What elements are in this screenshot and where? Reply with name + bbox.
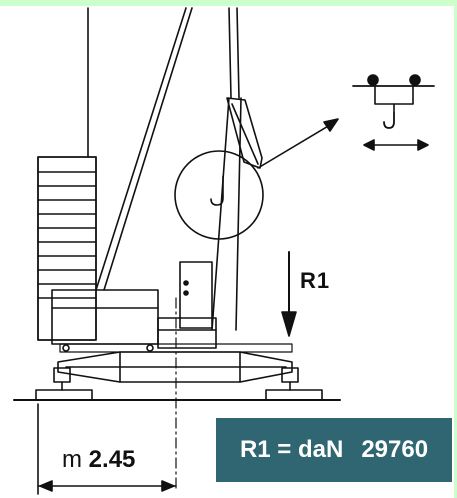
down-arrow-icon — [281, 251, 297, 337]
reaction-label: R1 — [300, 268, 331, 293]
ground-and-pads — [13, 381, 341, 401]
result-value: 29760 — [361, 436, 429, 463]
detail-circle — [174, 150, 264, 240]
right-band — [454, 0, 457, 498]
superstructure — [51, 261, 217, 352]
result-text: R1 = daN — [239, 436, 344, 463]
dimension-value: 2.45 — [88, 446, 136, 473]
counterweight-stack — [37, 156, 97, 341]
dimension-label: m 2.45 — [62, 446, 135, 474]
mast-lines — [87, 7, 193, 291]
detail-pointer — [257, 118, 339, 169]
double-arrow-icon — [363, 139, 429, 151]
dimension-line — [37, 403, 177, 495]
hook-trolley-icon — [352, 74, 435, 105]
top-band — [0, 0, 457, 6]
boom — [211, 7, 263, 331]
result-box: R1 = daN 29760 — [216, 418, 452, 482]
hook-icon — [383, 103, 395, 129]
dimension-unit: m — [62, 446, 89, 473]
